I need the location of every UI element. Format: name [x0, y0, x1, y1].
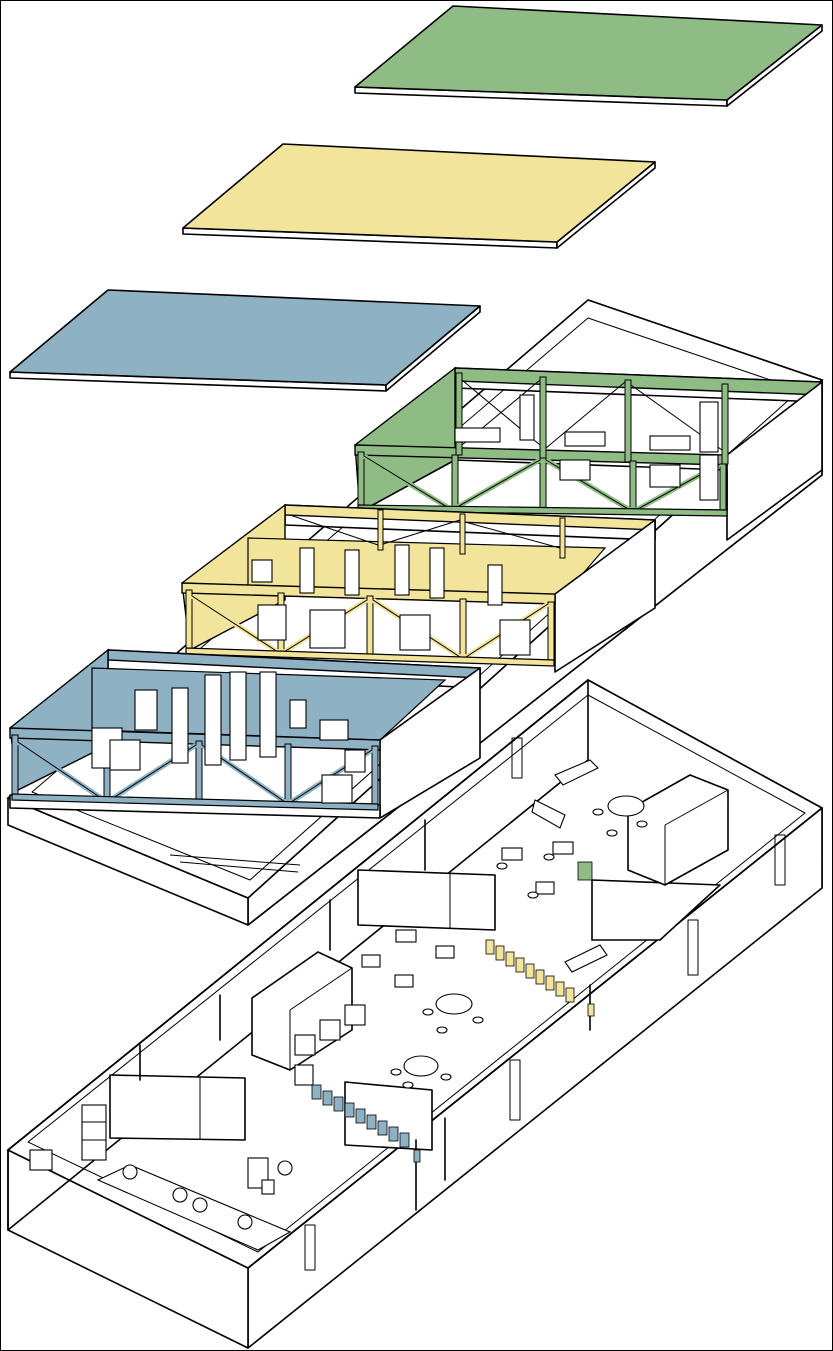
blue-frame-module	[9, 648, 481, 819]
bed-furniture-blue	[91, 671, 366, 804]
sofas	[531, 759, 608, 973]
yellow-frame-module	[181, 503, 656, 673]
gym-equipment	[96, 1157, 293, 1251]
blue-staircase	[311, 1084, 421, 1163]
yellow-staircase	[485, 939, 595, 1017]
yellow-roof-slab	[182, 143, 656, 249]
stools	[390, 808, 648, 1089]
ground-floor-plan	[6, 679, 824, 1349]
bed-furniture	[454, 394, 719, 501]
round-tables	[403, 795, 645, 1077]
bed-furniture-yellow	[251, 544, 531, 656]
square-tables	[361, 841, 574, 988]
storage-shelves	[29, 1104, 107, 1171]
green-frame-module	[354, 366, 823, 541]
green-staircase	[577, 861, 593, 881]
blue-roof-slab	[9, 289, 481, 392]
green-roof-slab	[354, 5, 823, 107]
